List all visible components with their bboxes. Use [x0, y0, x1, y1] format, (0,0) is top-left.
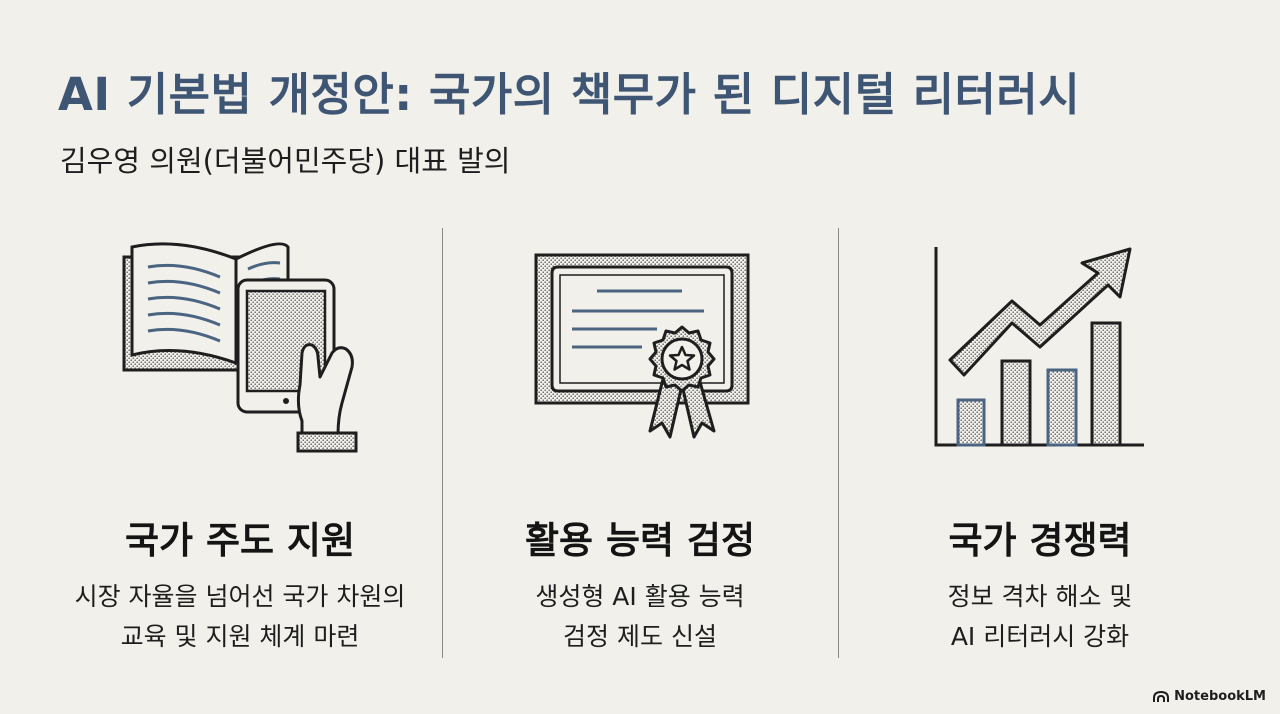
column-divider-left: [442, 228, 443, 658]
column-heading: 국가 경쟁력: [948, 519, 1132, 562]
column-description-line2: AI 리터러시 강화: [950, 622, 1130, 651]
column-description-line1: 정보 격차 해소 및: [947, 582, 1133, 611]
feature-column-national-competitiveness: 국가 경쟁력 정보 격차 해소 및 AI 리터러시 강화: [840, 225, 1240, 665]
growth-chart-icon: [934, 247, 1144, 447]
notebooklm-watermark: NotebookLM: [1153, 689, 1266, 704]
brand-name: NotebookLM: [1174, 689, 1266, 704]
column-description-line1: 시장 자율을 넘어선 국가 차원의: [74, 582, 406, 611]
feature-column-state-support: 국가 주도 지원 시장 자율을 넘어선 국가 차원의 교육 및 지원 체계 마련: [40, 225, 440, 665]
column-heading: 활용 능력 검정: [524, 519, 755, 562]
page-title: AI 기본법 개정안: 국가의 책무가 된 디지털 리터러시: [58, 68, 1081, 121]
icon-container: [440, 225, 840, 465]
column-divider-right: [838, 228, 839, 658]
notebooklm-logo-icon: [1153, 690, 1170, 702]
certificate-icon: [534, 253, 750, 439]
book-tablet-icon: [122, 242, 358, 453]
column-description-line2: 검정 제도 신설: [563, 622, 717, 651]
column-heading: 국가 주도 지원: [124, 519, 355, 562]
column-description-line2: 교육 및 지원 체계 마련: [120, 622, 360, 651]
icon-container: [840, 225, 1240, 465]
column-description-line1: 생성형 AI 활용 능력: [535, 582, 745, 611]
icon-container: [40, 225, 440, 465]
feature-column-ability-test: 활용 능력 검정 생성형 AI 활용 능력 검정 제도 신설: [440, 225, 840, 665]
page-subtitle: 김우영 의원(더불어민주당) 대표 발의: [60, 144, 511, 178]
